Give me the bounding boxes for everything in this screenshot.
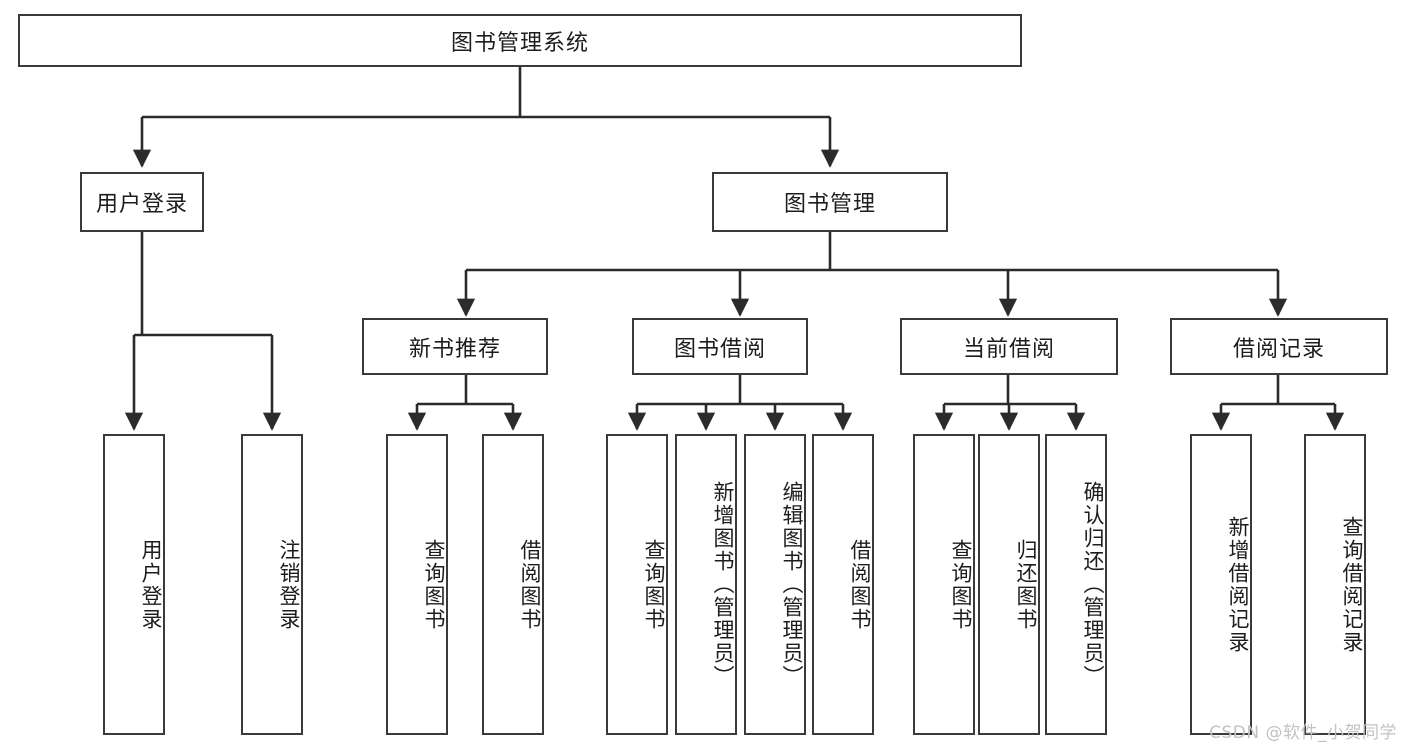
node-label: 当前借阅 bbox=[962, 336, 1055, 362]
leaf-borrow-query-books[interactable]: 查询图书 bbox=[606, 434, 668, 735]
leaf-borrow-borrow-books[interactable]: 借阅图书 bbox=[812, 434, 874, 735]
node-label: 图书管理 bbox=[783, 192, 876, 217]
node-label: 确认归还（管理员） bbox=[1081, 481, 1105, 688]
node-label: 用户登录 bbox=[95, 192, 188, 217]
leaf-current-confirm-return-admin[interactable]: 确认归还（管理员） bbox=[1045, 434, 1107, 735]
node-label: 图书借阅 bbox=[673, 336, 766, 362]
node-label: 查询图书 bbox=[422, 538, 446, 631]
node-label: 编辑图书（管理员） bbox=[780, 481, 804, 688]
leaf-record-add-borrow-record[interactable]: 新增借阅记录 bbox=[1190, 434, 1252, 735]
node-label: 借阅图书 bbox=[848, 538, 872, 631]
node-borrow-record[interactable]: 借阅记录 bbox=[1170, 318, 1388, 375]
node-label: 借阅图书 bbox=[518, 538, 542, 631]
leaf-borrow-add-book-admin[interactable]: 新增图书（管理员） bbox=[675, 434, 737, 735]
node-book-borrow[interactable]: 图书借阅 bbox=[632, 318, 808, 375]
node-label: 注销登录 bbox=[277, 538, 301, 631]
leaf-current-return-books[interactable]: 归还图书 bbox=[978, 434, 1040, 735]
csdn-watermark: CSDN @软件_小贺同学 bbox=[1209, 723, 1397, 743]
leaf-new-book-query-books[interactable]: 查询图书 bbox=[386, 434, 448, 735]
node-user-login[interactable]: 用户登录 bbox=[80, 172, 204, 232]
node-label: 查询借阅记录 bbox=[1340, 515, 1364, 654]
leaf-user-login-login[interactable]: 用户登录 bbox=[103, 434, 165, 735]
node-book-management[interactable]: 图书管理 bbox=[712, 172, 948, 232]
node-new-book-recommend[interactable]: 新书推荐 bbox=[362, 318, 548, 375]
node-label: 图书管理系统 bbox=[450, 30, 589, 56]
leaf-new-book-borrow-books[interactable]: 借阅图书 bbox=[482, 434, 544, 735]
node-label: 新增借阅记录 bbox=[1226, 515, 1250, 654]
leaf-borrow-edit-book-admin[interactable]: 编辑图书（管理员） bbox=[744, 434, 806, 735]
node-label: 查询图书 bbox=[642, 538, 666, 631]
leaf-current-query-books[interactable]: 查询图书 bbox=[913, 434, 975, 735]
node-label: 查询图书 bbox=[949, 538, 973, 631]
leaf-user-login-logout[interactable]: 注销登录 bbox=[241, 434, 303, 735]
node-label: 用户登录 bbox=[139, 538, 163, 631]
node-label: 借阅记录 bbox=[1232, 336, 1325, 362]
node-label: 新增图书（管理员） bbox=[711, 481, 735, 688]
node-root-library-system[interactable]: 图书管理系统 bbox=[18, 14, 1022, 67]
node-label: 归还图书 bbox=[1014, 538, 1038, 631]
node-label: 新书推荐 bbox=[408, 336, 501, 362]
node-current-borrow[interactable]: 当前借阅 bbox=[900, 318, 1118, 375]
leaf-record-query-borrow-record[interactable]: 查询借阅记录 bbox=[1304, 434, 1366, 735]
